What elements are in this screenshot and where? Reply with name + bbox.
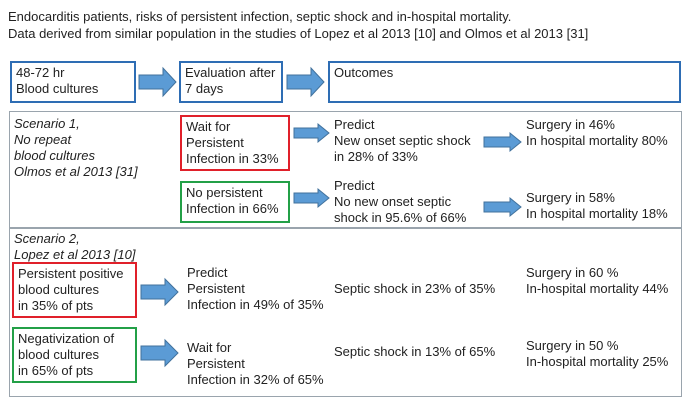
arrow-evaluation-to-outcomes (286, 66, 325, 98)
negativization-box: Negativization of blood cultures in 65% … (12, 327, 137, 383)
s2-row2-septic-shock: Septic shock in 13% of 65% (334, 344, 496, 359)
persistent-infection-box: Wait for Persistent Infection in 33% (180, 115, 290, 171)
scenario-1-label-line-1: Scenario 1, (14, 116, 80, 131)
s2-row2-predict: Wait for Persistent Infection in 32% of … (187, 340, 324, 388)
s1-row1-surgery: Surgery in 46% (526, 117, 615, 132)
negativization-line-1: Negativization of (18, 331, 115, 346)
diagram-title-line-1: Endocarditis patients, risks of persiste… (8, 9, 512, 24)
s1-row2-surgery: Surgery in 58% (526, 190, 615, 205)
persistent-infection-line-1: Wait for (186, 119, 231, 134)
s1-row2-predict-line-1: Predict (334, 178, 375, 193)
scenario-2-label-line-2: Lopez et al 2013 [10] (14, 247, 136, 262)
persistent-positive-line-1: Persistent positive (18, 266, 124, 281)
arrow-s2r2-to-predict (140, 338, 179, 368)
scenario-1-label: Scenario 1, No repeat blood cultures Olm… (14, 116, 138, 180)
s2-row1-outcome: Surgery in 60 % In-hospital mortality 44… (526, 265, 668, 297)
arrow-s1r1-to-outcome (483, 131, 522, 153)
s1-row1-mortality: In hospital mortality 80% (526, 133, 668, 148)
s1-row1-predict-line-1: Predict (334, 117, 375, 132)
s1-row1-predict-line-2: New onset septic shock (334, 133, 471, 148)
arrow-s1r2-to-predict (293, 187, 330, 209)
diagram-title-line-2: Data derived from similar population in … (8, 26, 589, 41)
persistent-positive-box: Persistent positive blood cultures in 35… (12, 262, 137, 318)
evaluation-line-1: Evaluation after (185, 65, 276, 80)
no-persistent-line-1: No persistent (186, 185, 263, 200)
s2-row2-predict-line-3: Infection in 32% of 65% (187, 372, 324, 387)
blood-cultures-box: 48-72 hr Blood cultures (10, 61, 136, 103)
arrow-cultures-to-evaluation (138, 66, 177, 98)
s2-row2-predict-line-1: Wait for (187, 340, 232, 355)
scenario-1-panel (9, 111, 682, 228)
s2-row2-surgery: Surgery in 50 % (526, 338, 619, 353)
s1-row1-predict: Predict New onset septic shock in 28% of… (334, 117, 471, 165)
s2-row1-predict: Predict Persistent Infection in 49% of 3… (187, 265, 324, 313)
arrow-s1r1-to-predict (293, 122, 330, 144)
s2-row1-predict-line-1: Predict (187, 265, 228, 280)
s1-row2-predict: Predict No new onset septic shock in 95.… (334, 178, 466, 226)
persistent-positive-line-3: in 35% of pts (18, 298, 94, 313)
scenario-2-label-line-1: Scenario 2, (14, 231, 80, 246)
s2-row2-outcome: Surgery in 50 % In-hospital mortality 25… (526, 338, 668, 370)
negativization-line-2: blood cultures (18, 347, 99, 362)
s1-row1-outcome: Surgery in 46% In hospital mortality 80% (526, 117, 668, 149)
scenario-2-label: Scenario 2, Lopez et al 2013 [10] (14, 231, 135, 263)
arrow-s1r2-to-outcome (483, 196, 522, 218)
scenario-1-label-line-2: No repeat (14, 132, 72, 147)
blood-cultures-line-1: 48-72 hr (16, 65, 65, 80)
s2-row1-mortality: In-hospital mortality 44% (526, 281, 669, 296)
s1-row2-outcome: Surgery in 58% In hospital mortality 18% (526, 190, 668, 222)
blood-cultures-line-2: Blood cultures (16, 81, 99, 96)
evaluation-box: Evaluation after 7 days (179, 61, 283, 103)
outcomes-box: Outcomes (328, 61, 681, 103)
outcomes-label: Outcomes (334, 65, 394, 80)
s1-row2-predict-line-3: shock in 95.6% of 66% (334, 210, 467, 225)
arrow-s2r1-to-predict (140, 277, 179, 307)
persistent-infection-line-3: Infection in 33% (186, 151, 279, 166)
evaluation-line-2: 7 days (185, 81, 224, 96)
s1-row2-predict-line-2: No new onset septic (334, 194, 452, 209)
no-persistent-infection-box: No persistent Infection in 66% (180, 181, 290, 223)
s1-row2-mortality: In hospital mortality 18% (526, 206, 668, 221)
persistent-positive-line-2: blood cultures (18, 282, 99, 297)
s2-row1-predict-line-2: Persistent (187, 281, 245, 296)
persistent-infection-line-2: Persistent (186, 135, 244, 150)
negativization-line-3: in 65% of pts (18, 363, 94, 378)
scenario-1-label-line-4: Olmos et al 2013 [31] (14, 164, 138, 179)
no-persistent-line-2: Infection in 66% (186, 201, 279, 216)
s2-row1-surgery: Surgery in 60 % (526, 265, 619, 280)
s2-row1-predict-line-3: Infection in 49% of 35% (187, 297, 324, 312)
s2-row2-mortality: In-hospital mortality 25% (526, 354, 669, 369)
scenario-1-label-line-3: blood cultures (14, 148, 95, 163)
s1-row1-predict-line-3: in 28% of 33% (334, 149, 418, 164)
s2-row2-predict-line-2: Persistent (187, 356, 245, 371)
s2-row1-septic-shock: Septic shock in 23% of 35% (334, 281, 496, 296)
